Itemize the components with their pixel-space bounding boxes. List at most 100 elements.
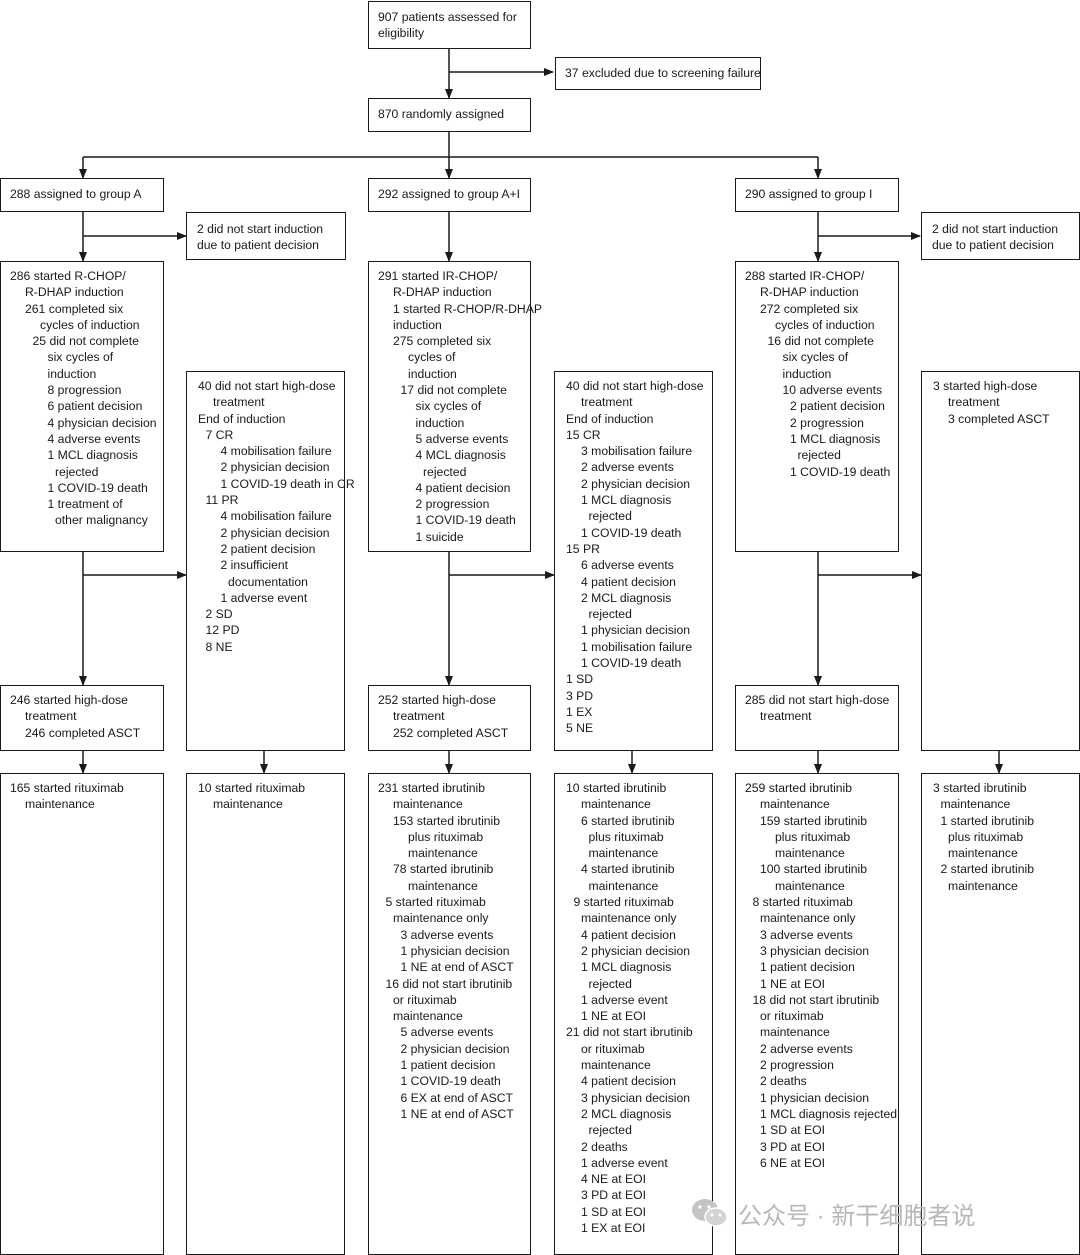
box-line: 11 PR [205,493,239,508]
box-line: rejected [55,464,99,479]
box-line: 2 deaths [581,1139,628,1154]
box-line: 1 COVID-19 death [415,513,516,528]
randomized-box: 870 randomly assigned [368,98,531,132]
box-line: rejected [588,607,632,622]
box-line: 1 physician decision [400,943,510,958]
box-line: 3 mobilisation failure [581,444,693,459]
box-line: 1 NE at end of ASCT [400,1106,514,1121]
box-line: cycles of induction [775,317,875,332]
box-line: 10 started rituximab [198,781,306,795]
box-line: 1 MCL diagnosis [790,431,881,446]
box-line: 2 physician decision [220,525,330,540]
box-line: 8 NE [205,639,233,654]
wechat-icon [692,1199,728,1227]
box-line: six cycles of [415,399,482,414]
box-line: plus rituximab [948,829,1024,844]
box-line: 1 adverse event [581,1155,668,1170]
box-line: treatment [581,395,633,410]
box-line: 2 SD [205,607,233,622]
box-line: induction [415,415,465,430]
box-line: 261 completed six [25,301,124,316]
box-line: maintenance [760,1025,830,1040]
excluded-line-1: 37 excluded due to screening failure [565,66,761,80]
box-line: 1 NE at EOI [581,1009,647,1024]
box-line: maintenance [948,846,1018,861]
box-line: documentation [228,574,308,589]
box-line: induction [408,366,457,381]
assessed-line-1: 907 patients assessed for [378,10,517,24]
box-line: R-DHAP induction [760,285,859,300]
box-line: 1 adverse event [581,992,668,1007]
excluded-box: 37 excluded due to screening failure [555,57,761,90]
box-line: End of induction [566,411,654,426]
box-line: 252 completed ASCT [393,725,509,740]
group-i-box: 290 assigned to group I [735,178,899,212]
box-line: 25 did not complete [32,334,139,349]
box-line: 4 patient decision [581,574,676,589]
box-line: 2 progression [415,497,490,512]
box-line: 2 started ibrutinib [940,862,1035,877]
group-ai-label: 292 assigned to group A+I [378,187,520,201]
box-line: 2 adverse events [760,1041,853,1056]
i-no-induction-box: 2 did not start induction due to patient… [921,212,1080,260]
box-line: 3 completed ASCT [948,411,1050,426]
box-line: 6 started ibrutinib [581,813,675,828]
box-line: 2 progression [790,415,864,430]
box-line: or rituximab [760,1009,824,1024]
box-line: 2 physician decision [400,1041,510,1056]
box-line: 10 started ibrutinib [566,781,667,795]
box-line: maintenance [581,797,651,812]
box-line: 2 physician decision [220,460,330,475]
box-line: maintenance [588,846,659,861]
box-line: 4 physician decision [47,415,157,430]
box-line: 1 physician decision [581,623,691,638]
box-line: 1 started R-CHOP/R-DHAP [393,301,542,316]
a-no-induction-line-1: 2 did not start induction [197,222,324,236]
box-line: 4 patient decision [581,1074,676,1089]
box-line: induction [782,366,832,381]
box-line: 1 physician decision [760,1090,870,1105]
box-line: 40 did not start high-dose [566,379,704,393]
box-line: 4 started ibrutinib [581,862,675,877]
a-no-induction-box: 2 did not start induction due to patient… [186,212,346,260]
box-line: 1 EX [566,704,593,719]
box-line: 5 NE [566,721,594,736]
box-line: maintenance [393,797,463,812]
box-line: 4 mobilisation failure [220,509,332,524]
box-line: 2 MCL diagnosis [581,590,672,605]
box-line: 9 started rituximab [573,895,674,910]
box-line: 1 EX at EOI [581,1221,646,1236]
box-line: other malignancy [55,513,148,528]
box-line: rejected [797,448,841,463]
box-line: 15 PR [566,541,600,556]
box-line: 7 CR [205,427,234,442]
box-line: 1 treatment of [47,497,123,512]
box-line: 1 adverse event [220,590,308,605]
box-line: 10 adverse events [782,383,883,398]
box-line: 2 patient decision [220,541,316,556]
box-line: treatment [948,395,1000,410]
box-line: 3 PD at EOI [760,1139,826,1154]
watermark-text: 公众号 · 新干细胞者说 [738,1202,976,1230]
box-line: six cycles of [782,350,849,365]
box-line: 1 suicide [415,529,464,544]
box-line: rejected [588,1123,632,1138]
box-line: 15 CR [566,427,601,442]
box-line: maintenance only [393,911,489,926]
box-line: 1 COVID-19 death [790,464,891,479]
box-line: 3 physician decision [581,1090,691,1105]
box-line: 2 adverse events [581,460,674,475]
box-line: 1 MCL diagnosis [47,448,138,463]
box-line: 4 patient decision [581,927,676,942]
box-line: induction [393,317,442,332]
box-line: 1 SD at EOI [581,1204,647,1219]
box-line: maintenance [408,846,478,861]
